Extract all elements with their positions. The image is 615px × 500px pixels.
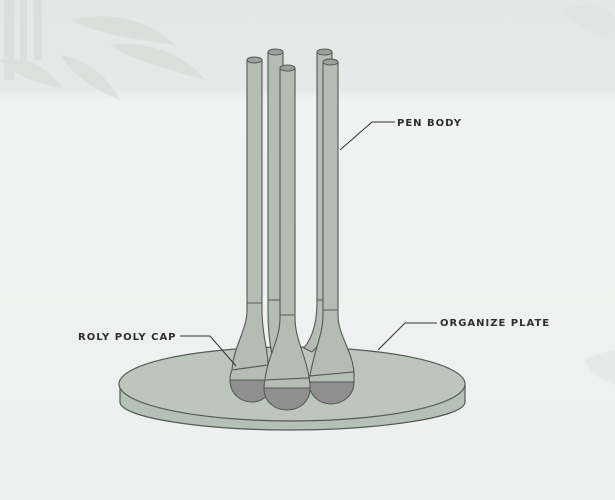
bamboo-leaf-decoration (0, 0, 205, 100)
leader-line-pen-body (339, 121, 395, 151)
organize-plate-label: ORGANIZE PLATE (440, 318, 551, 329)
leader-line-organize-plate (377, 322, 437, 351)
leader-line-roly-poly-cap (180, 335, 237, 367)
pen-center (263, 64, 311, 411)
pen-body-label: PEN BODY (397, 118, 462, 129)
roly-poly-cap-label: ROLY POLY CAP (78, 332, 177, 343)
pen-right (308, 58, 355, 405)
pen-left (229, 56, 273, 403)
bamboo-leaf-decoration-right (560, 5, 615, 385)
